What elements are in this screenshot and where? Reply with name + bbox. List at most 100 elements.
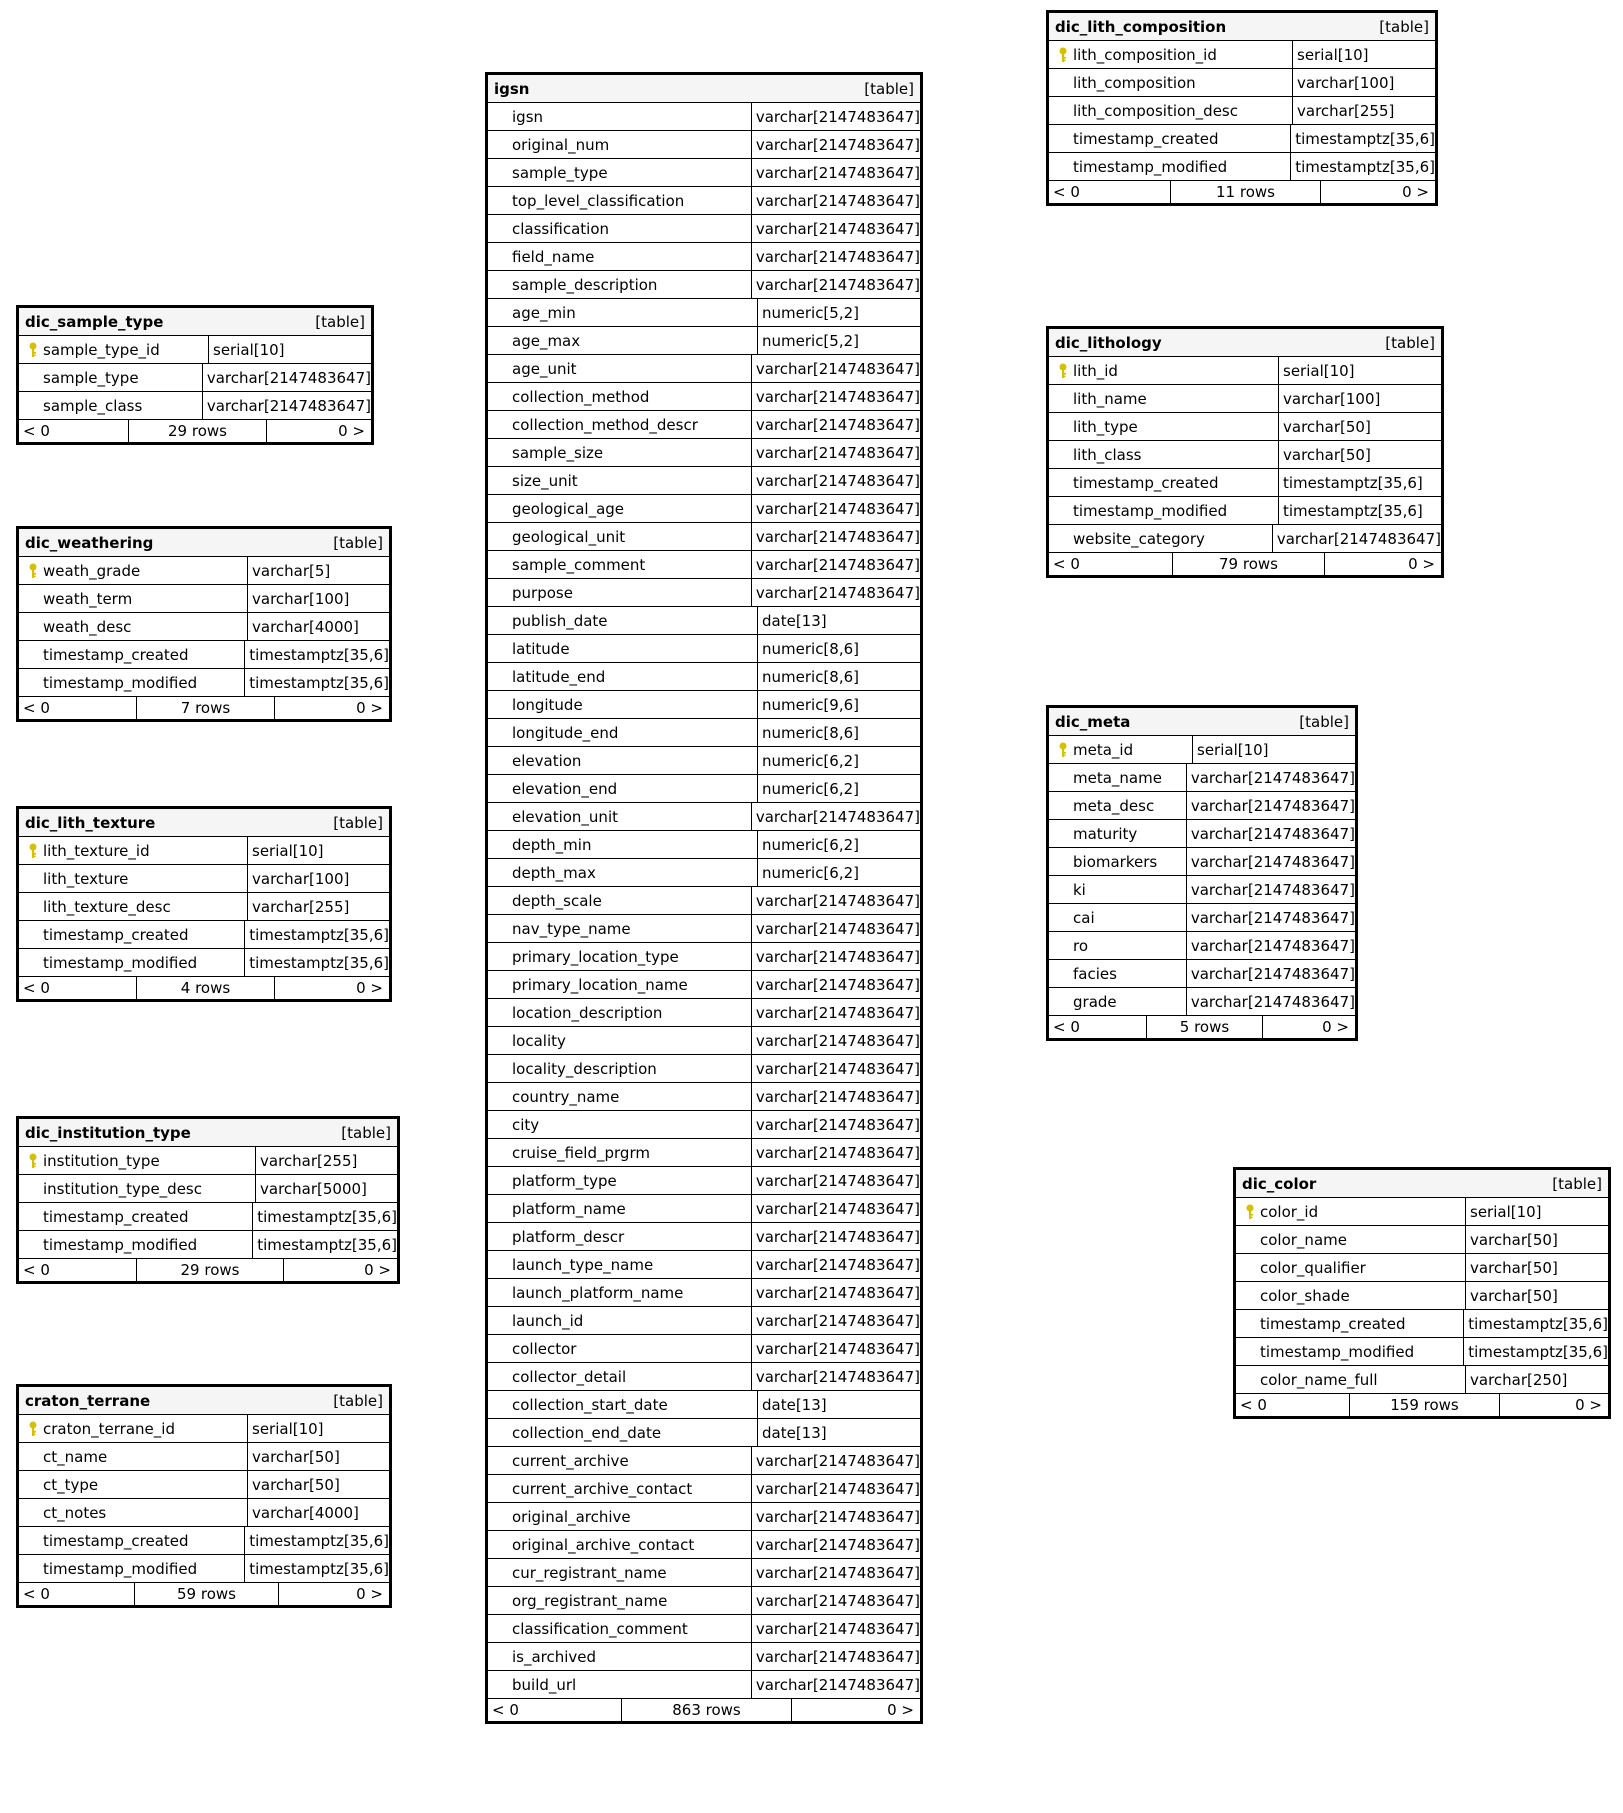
table-header[interactable]: dic_meta[table] bbox=[1049, 708, 1355, 736]
next-page-button[interactable]: 0 > bbox=[1575, 1396, 1602, 1414]
table-header[interactable]: dic_weathering[table] bbox=[19, 529, 389, 557]
next-page-button[interactable]: 0 > bbox=[1322, 1018, 1349, 1036]
table-header[interactable]: dic_color[table] bbox=[1236, 1170, 1608, 1198]
next-page-button[interactable]: 0 > bbox=[887, 1701, 914, 1719]
prev-page-button[interactable]: < 0 bbox=[1049, 181, 1171, 203]
table-header[interactable]: dic_lith_composition[table] bbox=[1049, 13, 1435, 41]
table-header[interactable]: dic_lithology[table] bbox=[1049, 329, 1441, 357]
next-page-button[interactable]: 0 > bbox=[356, 1585, 383, 1603]
prev-page-button[interactable]: < 0 bbox=[19, 697, 137, 719]
prev-page-button[interactable]: < 0 bbox=[1236, 1394, 1350, 1416]
prev-page-button[interactable]: < 0 bbox=[19, 1583, 135, 1605]
table-dic-lith-composition[interactable]: dic_lith_composition[table]lith_composit… bbox=[1046, 10, 1438, 206]
table-header[interactable]: craton_terrane[table] bbox=[19, 1387, 389, 1415]
table-header[interactable]: dic_sample_type[table] bbox=[19, 308, 371, 336]
next-page-button[interactable]: 0 > bbox=[356, 699, 383, 717]
next-page-button[interactable]: 0 > bbox=[356, 979, 383, 997]
next-page-button[interactable]: 0 > bbox=[1402, 183, 1429, 201]
prev-page-button[interactable]: < 0 bbox=[1049, 553, 1173, 575]
prev-page-button[interactable]: < 0 bbox=[19, 1259, 137, 1281]
next-page-button[interactable]: 0 > bbox=[1408, 555, 1435, 573]
table-header[interactable]: dic_lith_texture[table] bbox=[19, 809, 389, 837]
table-header[interactable]: dic_institution_type[table] bbox=[19, 1119, 397, 1147]
next-page-button[interactable]: 0 > bbox=[364, 1261, 391, 1279]
prev-page-button[interactable]: < 0 bbox=[1049, 1016, 1147, 1038]
